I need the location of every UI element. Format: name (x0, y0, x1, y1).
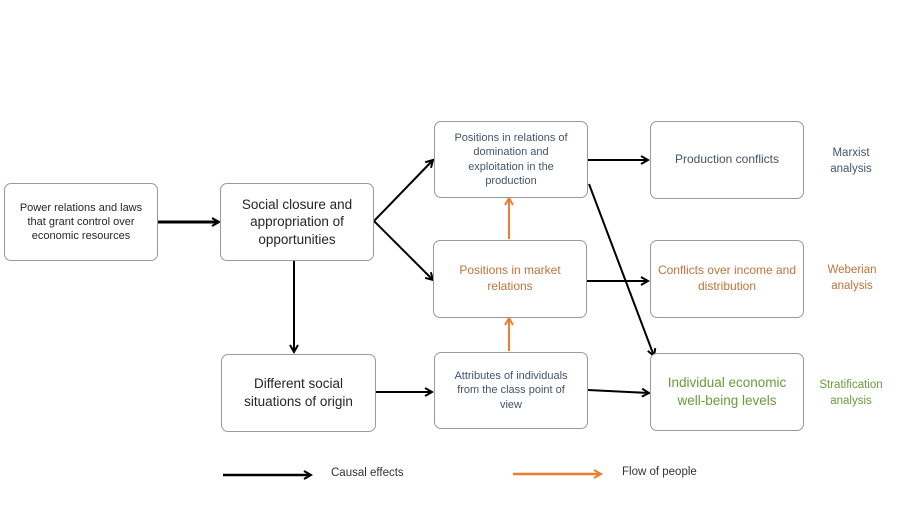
label-marxist-text: Marxist analysis (830, 147, 872, 176)
node-power-relations-text: Power relations and laws that grant cont… (19, 201, 143, 243)
label-stratification-analysis: Stratification analysis (805, 377, 897, 409)
node-power-relations: Power relations and laws that grant cont… (4, 183, 158, 261)
node-positions-domination-text: Positions in relations of domination and… (454, 131, 568, 187)
label-marxist-analysis: Marxist analysis (816, 145, 886, 177)
node-positions-market: Positions in market relations (433, 240, 587, 318)
node-wellbeing-levels: Individual economic well-being levels (650, 353, 804, 431)
node-social-closure-text: Social closure and appropriation of oppo… (241, 196, 353, 247)
arrow-closure-to-market (373, 220, 433, 280)
node-production-conflicts: Production conflicts (650, 121, 804, 199)
node-different-origins-text: Different social situations of origin (244, 376, 353, 409)
arrow-domination-to-wellbeing (588, 183, 654, 356)
arrow-attributes-to-wellbeing (587, 390, 649, 393)
legend-flow-label: Flow of people (622, 466, 697, 478)
node-social-closure: Social closure and appropriation of oppo… (220, 183, 374, 261)
node-different-origins: Different social situations of origin (221, 354, 376, 432)
arrow-closure-to-domination (373, 160, 433, 222)
node-income-conflicts: Conflicts over income and distribution (650, 240, 804, 318)
label-stratification-text: Stratification analysis (819, 379, 883, 408)
node-positions-market-text: Positions in market relations (459, 263, 561, 293)
node-positions-domination: Positions in relations of domination and… (434, 121, 588, 198)
node-wellbeing-levels-text: Individual economic well-being levels (667, 375, 787, 408)
node-attributes-individuals: Attributes of individuals from the class… (434, 352, 588, 429)
label-weberian-text: Weberian analysis (827, 264, 877, 293)
legend-causal-label: Causal effects (331, 467, 404, 479)
node-income-conflicts-text: Conflicts over income and distribution (657, 263, 797, 293)
label-weberian-analysis: Weberian analysis (812, 262, 892, 294)
node-production-conflicts-text: Production conflicts (674, 152, 780, 167)
node-attributes-individuals-text: Attributes of individuals from the class… (454, 370, 568, 411)
